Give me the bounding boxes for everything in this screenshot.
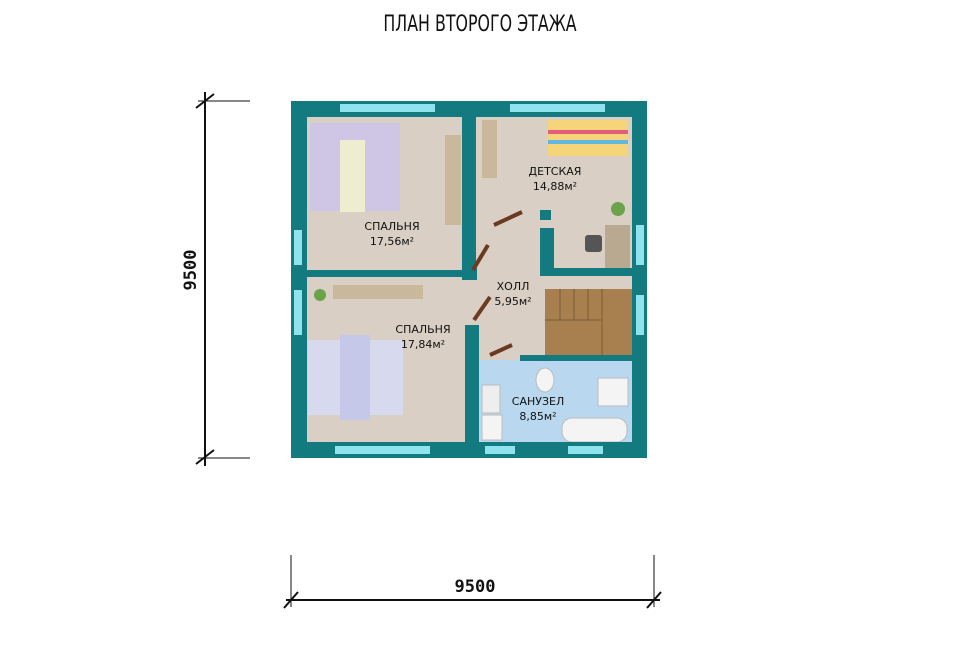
walls xyxy=(291,101,647,458)
toilet xyxy=(535,367,555,393)
plant-icon xyxy=(611,202,625,216)
room-area-bedroom-1: 17,56м² xyxy=(370,235,414,248)
kids-wardrobe xyxy=(482,120,497,178)
bed-blanket xyxy=(340,140,365,212)
windows xyxy=(294,104,644,454)
room-name-bedroom-2: СПАЛЬНЯ xyxy=(395,323,450,336)
room-area-bedroom-2: 17,84м² xyxy=(401,338,445,351)
room-name-kids: ДЕТСКАЯ xyxy=(529,165,582,178)
sink xyxy=(481,384,501,414)
chair xyxy=(585,235,602,252)
wardrobe xyxy=(445,135,461,225)
room-area-kids: 14,88м² xyxy=(533,180,577,193)
dimension-line-horizontal xyxy=(283,555,662,609)
doors xyxy=(471,210,523,357)
room-area-bathroom: 8,85м² xyxy=(519,410,556,423)
room-name-bathroom: САНУЗЕЛ xyxy=(512,395,564,408)
dimension-line-vertical xyxy=(195,92,250,466)
kids-bed xyxy=(548,120,628,156)
room-name-hall: ХОЛЛ xyxy=(497,280,530,293)
page-title: ПЛАН ВТОРОГО ЭТАЖА xyxy=(383,12,577,37)
dimension-height-label: 9500 xyxy=(181,250,201,291)
washing-machine xyxy=(481,414,503,441)
shower xyxy=(597,377,629,407)
bathtub xyxy=(561,417,628,443)
room-area-hall: 5,95м² xyxy=(494,295,531,308)
radiator-shelf xyxy=(333,285,423,299)
dimension-width-label: 9500 xyxy=(455,577,496,597)
room-name-bedroom-1: СПАЛЬНЯ xyxy=(364,220,419,233)
plant-icon xyxy=(314,289,326,301)
desk xyxy=(605,225,630,270)
stair-steps xyxy=(545,289,603,355)
